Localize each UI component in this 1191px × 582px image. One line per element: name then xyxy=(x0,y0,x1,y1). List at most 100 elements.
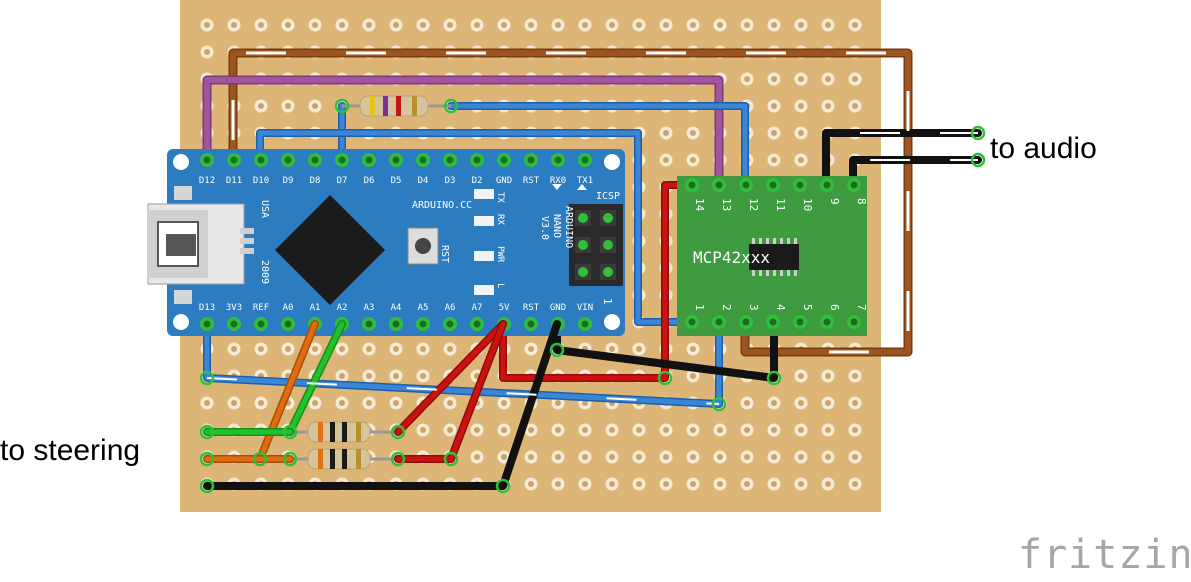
ic-leg xyxy=(773,270,776,276)
board-hole-center xyxy=(609,454,615,460)
arduino-pin-hole xyxy=(419,320,427,328)
board-hole-center xyxy=(258,346,264,352)
board-hole-center xyxy=(771,400,777,406)
board-hole-center xyxy=(798,130,804,136)
board-hole-center xyxy=(420,427,426,433)
board-hole-center xyxy=(609,346,615,352)
arduino-pin-hole xyxy=(365,156,373,164)
chip-pin-hole xyxy=(769,318,777,326)
arduino-pin-hole xyxy=(257,320,265,328)
ic-leg xyxy=(773,238,776,244)
arduino-bottom-pin-label: GND xyxy=(550,303,566,313)
wire-black-audio-1 xyxy=(822,129,982,189)
arduino-top-pin-label: D5 xyxy=(391,176,402,186)
chip-name: MCP42xxx xyxy=(693,248,770,267)
wire-endpoint xyxy=(766,370,782,386)
year-label: 2009 xyxy=(259,260,270,284)
board-hole-center xyxy=(690,427,696,433)
arduino-pin-hole xyxy=(473,320,481,328)
board-hole-center xyxy=(717,454,723,460)
board-hole-center xyxy=(231,22,237,28)
icsp-label: ICSP xyxy=(596,191,620,202)
board-hole-center xyxy=(501,22,507,28)
board-hole-center xyxy=(474,454,480,460)
board-hole-center xyxy=(663,454,669,460)
board-hole-center xyxy=(258,22,264,28)
board-hole-center xyxy=(474,22,480,28)
board-hole-center xyxy=(555,22,561,28)
board-hole-center xyxy=(231,346,237,352)
board-hole-center xyxy=(771,103,777,109)
wire-brown-top-stripe xyxy=(231,51,910,354)
arduino-top-pin-label: TX1 xyxy=(577,176,593,186)
board-hole-center xyxy=(366,346,372,352)
wire-endpoint xyxy=(334,98,350,114)
board-hole-center xyxy=(204,400,210,406)
board-hole-center xyxy=(825,481,831,487)
arduino-brand-label: ARDUINO.CC xyxy=(412,200,472,211)
board-hole-center xyxy=(798,76,804,82)
arduino-bottom-pin-label: A1 xyxy=(310,303,321,313)
board-hole-center xyxy=(339,373,345,379)
arduino-top-pin-label: D7 xyxy=(337,176,348,186)
board-hole-center xyxy=(582,481,588,487)
arduino-pin-hole xyxy=(203,320,211,328)
board-hole-center xyxy=(231,400,237,406)
ic-leg xyxy=(752,238,755,244)
arduino-pin-hole xyxy=(527,320,535,328)
wire-green-a2-core xyxy=(287,321,345,435)
ic-leg xyxy=(787,238,790,244)
resistor-top xyxy=(342,95,451,117)
arduino-bottom-pin-label: A7 xyxy=(472,303,483,313)
arduino-pin-hole xyxy=(257,156,265,164)
led-label-rx: RX xyxy=(495,214,505,225)
wire-endpoints xyxy=(199,98,986,494)
wire-endpoint xyxy=(495,478,511,494)
wire-endpoint xyxy=(970,125,986,141)
board-hole-center xyxy=(825,103,831,109)
wire-blue-top-core xyxy=(448,103,748,188)
arduino-top-pin-label: D6 xyxy=(364,176,375,186)
board-hole-center xyxy=(555,454,561,460)
board-hole-center xyxy=(312,103,318,109)
arduino-top-pin-label: D4 xyxy=(418,176,429,186)
board-hole-center xyxy=(744,454,750,460)
ic-leg xyxy=(759,238,762,244)
arduino-bottom-pin-label: A3 xyxy=(364,303,375,313)
board-hole-center xyxy=(663,22,669,28)
board-hole-center xyxy=(825,427,831,433)
arduino-top-pin-label: D9 xyxy=(283,176,294,186)
board-hole-center xyxy=(258,400,264,406)
arduino-pin-hole xyxy=(473,156,481,164)
board-hole-center xyxy=(663,427,669,433)
board-hole-center xyxy=(690,373,696,379)
chip-top-pin-label: 10 xyxy=(801,198,814,211)
board-hole-center xyxy=(312,400,318,406)
board-hole-center xyxy=(312,22,318,28)
ic-leg xyxy=(787,270,790,276)
wire-endpoint xyxy=(390,451,406,467)
icsp-pin-pad xyxy=(603,213,613,223)
arduino-top-pin-label: RX0 xyxy=(550,176,566,186)
board-hole-center xyxy=(582,400,588,406)
board-hole-center xyxy=(501,427,507,433)
arduino-pin-hole xyxy=(581,320,589,328)
arduino-pin-hole xyxy=(419,156,427,164)
ic-leg xyxy=(794,238,797,244)
wire-endpoint xyxy=(252,451,268,467)
arduino-bottom-pin-label: 3V3 xyxy=(226,303,242,313)
to-audio-label: to audio xyxy=(990,132,1097,165)
ic-leg xyxy=(759,270,762,276)
wire-blue-d13-stripe xyxy=(206,377,720,405)
arduino-top-pin-label: D12 xyxy=(199,176,215,186)
board-hole-center xyxy=(852,427,858,433)
chip-top-pin-label: 9 xyxy=(828,198,841,205)
board-hole-center xyxy=(717,481,723,487)
chip-pin-hole xyxy=(823,181,831,189)
arduino-pin-hole xyxy=(392,156,400,164)
arduino-pin-hole xyxy=(365,320,373,328)
chip-pin-hole xyxy=(796,181,804,189)
